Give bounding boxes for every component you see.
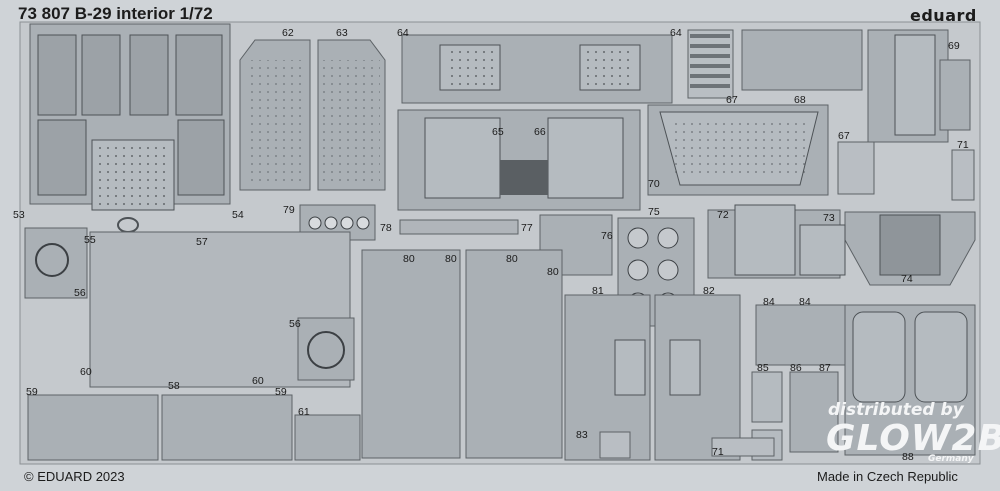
watermark-distributed-by: distributed by: [828, 400, 964, 420]
part-number-78: 78: [380, 222, 392, 234]
brand-logo: eduard: [910, 6, 977, 25]
part-number-80c: 80: [506, 253, 518, 265]
part-number-84b: 84: [799, 296, 811, 308]
part-number-54: 54: [232, 209, 244, 221]
part-number-84a: 84: [763, 296, 775, 308]
part-number-77: 77: [521, 222, 533, 234]
part-number-82: 82: [703, 285, 715, 297]
part-number-68: 68: [794, 94, 806, 106]
part-number-70: 70: [648, 178, 660, 190]
part-number-80a: 80: [403, 253, 415, 265]
watermark-germany: Germany: [928, 454, 974, 464]
part-number-59a: 59: [26, 386, 38, 398]
part-number-83: 83: [576, 429, 588, 441]
part-number-57: 57: [196, 236, 208, 248]
part-number-59b: 59: [275, 386, 287, 398]
part-number-58: 58: [168, 380, 180, 392]
part-67-71-strips: [837, 141, 975, 201]
part-number-67b: 67: [838, 130, 850, 142]
part-number-65: 65: [492, 126, 504, 138]
part-number-88: 88: [902, 451, 914, 463]
part-number-67a: 67: [726, 94, 738, 106]
part-number-60b: 60: [252, 375, 264, 387]
part-62-63-group: [239, 39, 386, 191]
part-number-80d: 80: [547, 266, 559, 278]
origin-text: Made in Czech Republic: [817, 469, 958, 484]
part-number-62: 62: [282, 27, 294, 39]
watermark-glow2b: GLOW2B: [826, 418, 1000, 459]
part-number-61: 61: [298, 406, 310, 418]
part-number-56a: 56: [74, 287, 86, 299]
part-81-82-group: [564, 294, 741, 461]
part-number-60a: 60: [80, 366, 92, 378]
part-number-64a: 64: [397, 27, 409, 39]
part-84-87-group: [751, 304, 847, 453]
part-64-group: [401, 34, 673, 104]
part-number-64b: 64: [670, 27, 682, 39]
part-72-73-group: [707, 204, 846, 279]
part-56-61-group: [24, 227, 361, 461]
part-number-73: 73: [823, 212, 835, 224]
part-number-85: 85: [757, 362, 769, 374]
part-number-56b: 56: [289, 318, 301, 330]
part-83: [599, 431, 631, 459]
part-number-79: 79: [283, 204, 295, 216]
part-number-74: 74: [901, 273, 913, 285]
part-number-80b: 80: [445, 253, 457, 265]
copyright-text: © EDUARD 2023: [24, 469, 125, 484]
part-number-87: 87: [819, 362, 831, 374]
part-number-76: 76: [601, 230, 613, 242]
part-number-72: 72: [717, 209, 729, 221]
part-number-55: 55: [84, 234, 96, 246]
part-number-69: 69: [948, 40, 960, 52]
part-78-strip: [399, 219, 519, 235]
part-number-75: 75: [648, 206, 660, 218]
part-number-86: 86: [790, 362, 802, 374]
part-67-70-group: [647, 104, 829, 196]
part-65-66-group: [397, 109, 641, 211]
part-68-ladder: [687, 29, 863, 99]
part-number-53: 53: [13, 209, 25, 221]
part-number-71b: 71: [712, 446, 724, 458]
part-number-71a: 71: [957, 139, 969, 151]
part-69-group: [867, 29, 971, 143]
part-53-54-group: [29, 23, 231, 233]
part-71-strip: [711, 437, 775, 457]
fret-title: 73 807 B-29 interior 1/72: [18, 4, 213, 23]
part-number-81: 81: [592, 285, 604, 297]
part-80-group: [361, 249, 563, 459]
part-74-group: [844, 211, 976, 286]
part-88-group: [844, 304, 976, 456]
part-number-66: 66: [534, 126, 546, 138]
part-number-63: 63: [336, 27, 348, 39]
